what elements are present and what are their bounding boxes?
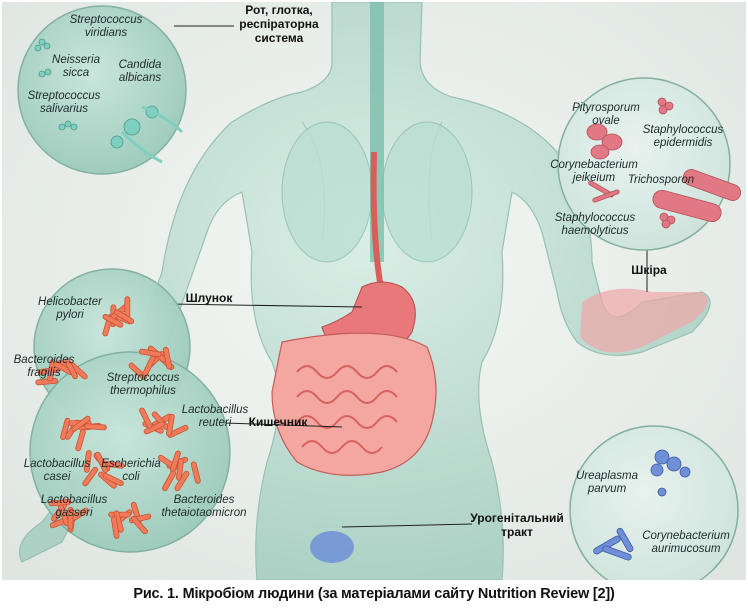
gut-bacterium-rod (64, 358, 79, 380)
gut-bacterium-rod (166, 413, 175, 437)
gut-bacterium-rod (176, 457, 184, 481)
body-illustration (2, 2, 746, 580)
skin-microbe-circle (557, 77, 742, 251)
gut-bacterium-rod (162, 346, 172, 370)
figure-caption: Рис. 1. Мікробіом людини (за матеріалами… (133, 586, 615, 602)
intestine-organ (271, 332, 437, 476)
gut-bacterium-rod (84, 423, 107, 431)
gut-bacterium-rod (83, 450, 92, 473)
gut-bacterium-rod (94, 451, 109, 473)
gut-bacterium-rod (111, 516, 120, 539)
gut-bacterium-rod (67, 506, 74, 530)
gut-bacterium-rod (60, 417, 71, 441)
gut-bacterium-rod (142, 355, 156, 377)
gut-microbe-circles (29, 268, 231, 553)
urogenital-organ (310, 531, 354, 563)
gut-bacterium-rod (190, 461, 201, 484)
gut-bacterium-rod (75, 429, 86, 452)
gut-bacterium-rod (174, 470, 190, 492)
gut-bacterium-rod (139, 407, 153, 429)
gut-bacterium-rod (130, 515, 148, 535)
gut-bacterium-rod (139, 348, 162, 358)
gut-bacterium-rod (102, 472, 124, 487)
label-skin: Шкіра (631, 263, 667, 277)
gut-bacterium-rod (143, 421, 165, 435)
gut-bacterium-rod (162, 470, 177, 492)
gut-bacterium-rod (113, 309, 135, 325)
microbe-trichosporon: Trichosporon (627, 174, 695, 186)
gut-bacterium-rod (102, 313, 124, 328)
gut-bacterium-rod (82, 466, 99, 487)
gut-bacterium-rod (71, 415, 91, 432)
urogenital-microbe-circle (569, 425, 739, 580)
gut-bacterium-rod (128, 362, 147, 381)
leader-lines (169, 25, 648, 528)
mouth-microbe-circle (17, 5, 187, 175)
label-stomach: Шлунок (185, 291, 233, 305)
skin-hand (580, 288, 708, 353)
label-intestine: Кишечник (248, 415, 308, 429)
